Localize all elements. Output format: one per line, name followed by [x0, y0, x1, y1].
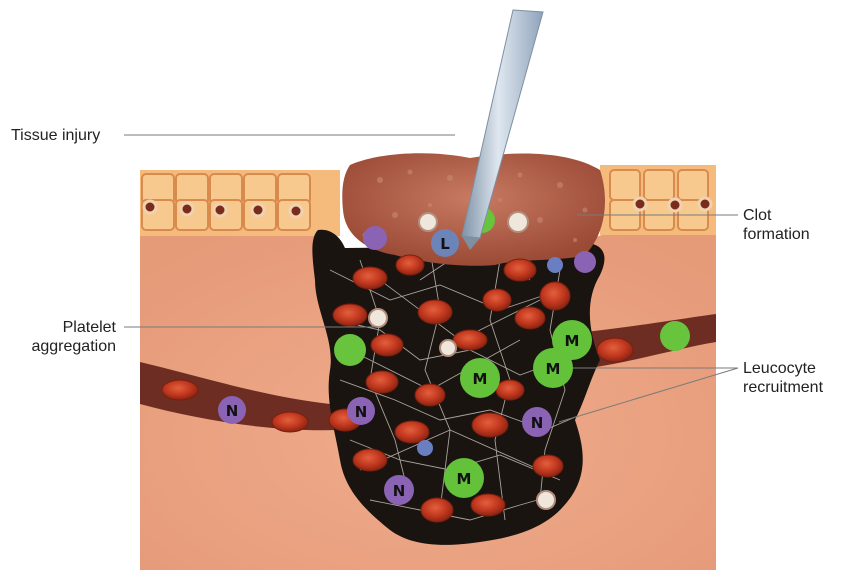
leucocyte-recruitment-line-2: recruitment: [743, 378, 823, 397]
platelet-aggregation-line-1: Platelet: [20, 318, 116, 337]
neutrophil-letter-4: N: [393, 482, 406, 500]
tissue-injury-label: Tissue injury: [11, 126, 100, 145]
platelet-aggregation-line-2: aggregation: [20, 337, 116, 356]
macrophage-letter-3: M: [473, 370, 488, 388]
macrophage-letter-4: M: [457, 470, 472, 488]
neutrophil-letter-2: N: [355, 403, 368, 421]
clot-formation-line-1: Clot: [743, 206, 810, 225]
lymphocyte-letter: L: [440, 235, 450, 253]
leucocyte-recruitment-label: Leucocyte recruitment: [743, 359, 823, 397]
platelet-aggregation-label: Platelet aggregation: [20, 318, 116, 356]
clot-formation-label: Clot formation: [743, 206, 810, 244]
clot-formation-line-2: formation: [743, 225, 810, 244]
epithelium-left: [140, 170, 340, 236]
neutrophil-letter-3: N: [531, 414, 544, 432]
neutrophil-letter-1: N: [226, 402, 239, 420]
macrophage-letter-1: M: [565, 332, 580, 350]
lymphocyte-cell: L: [431, 229, 459, 257]
epithelium-right: [600, 165, 716, 235]
leucocyte-recruitment-line-1: Leucocyte: [743, 359, 823, 378]
macrophage-letter-2: M: [546, 360, 561, 378]
